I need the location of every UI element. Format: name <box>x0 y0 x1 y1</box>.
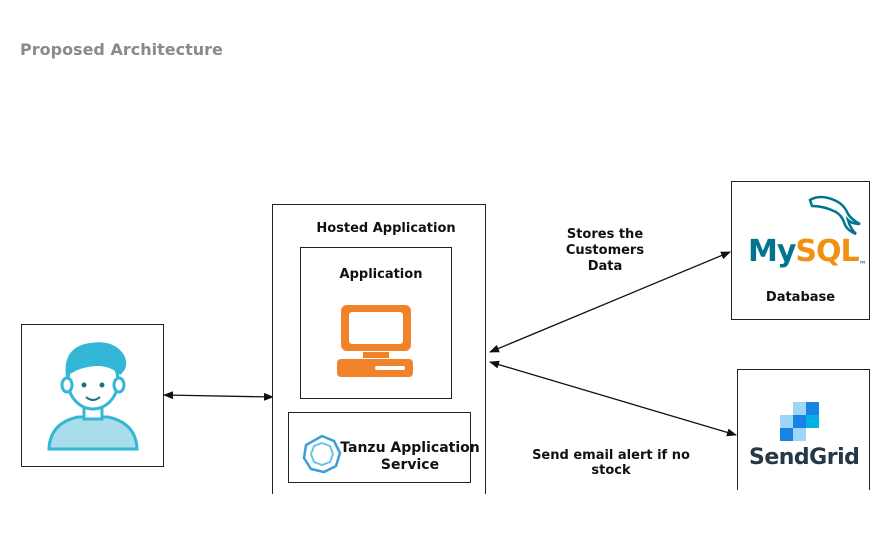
mysql-logo-tm: ™ <box>858 260 867 269</box>
user-box <box>21 324 164 467</box>
hosted-application-box: Hosted Application Application Tanzu App… <box>272 204 486 494</box>
application-box: Application <box>300 247 452 399</box>
user-app-arrow <box>163 391 274 401</box>
architecture-diagram: Hosted Application Application Tanzu App… <box>0 170 890 494</box>
tanzu-icon <box>302 434 342 474</box>
sendgrid-logo-text: SendGrid <box>749 445 860 470</box>
database-box: MySQL™ Database <box>731 181 870 320</box>
mysql-logo-my: My <box>748 234 796 269</box>
app-sendgrid-arrow <box>489 360 737 437</box>
app-mysql-arrow <box>489 251 731 353</box>
sendgrid-icon <box>780 402 819 441</box>
user-avatar-icon <box>47 342 139 451</box>
store-note-line2: Customers <box>565 243 645 258</box>
tanzu-label-line1: Tanzu Application <box>340 440 480 456</box>
store-note-line3: Data <box>587 259 623 274</box>
tanzu-box: Tanzu Application Service <box>288 412 480 483</box>
mysql-dolphin-icon <box>808 195 861 236</box>
hosted-application-label: Hosted Application <box>316 221 456 236</box>
connectors <box>163 251 737 437</box>
email-note: Send email alert if no stock <box>532 448 690 478</box>
store-note-line1: Stores the <box>566 227 644 242</box>
mysql-logo: MySQL™ <box>748 234 867 269</box>
mysql-logo-sql: SQL <box>795 234 859 269</box>
database-label: Database <box>765 290 836 305</box>
tanzu-label-line2: Service <box>380 457 440 473</box>
page-title: Proposed Architecture <box>20 40 223 59</box>
laptop-icon <box>337 305 413 377</box>
application-label: Application <box>339 267 423 282</box>
sendgrid-box: SendGrid <box>737 369 870 490</box>
